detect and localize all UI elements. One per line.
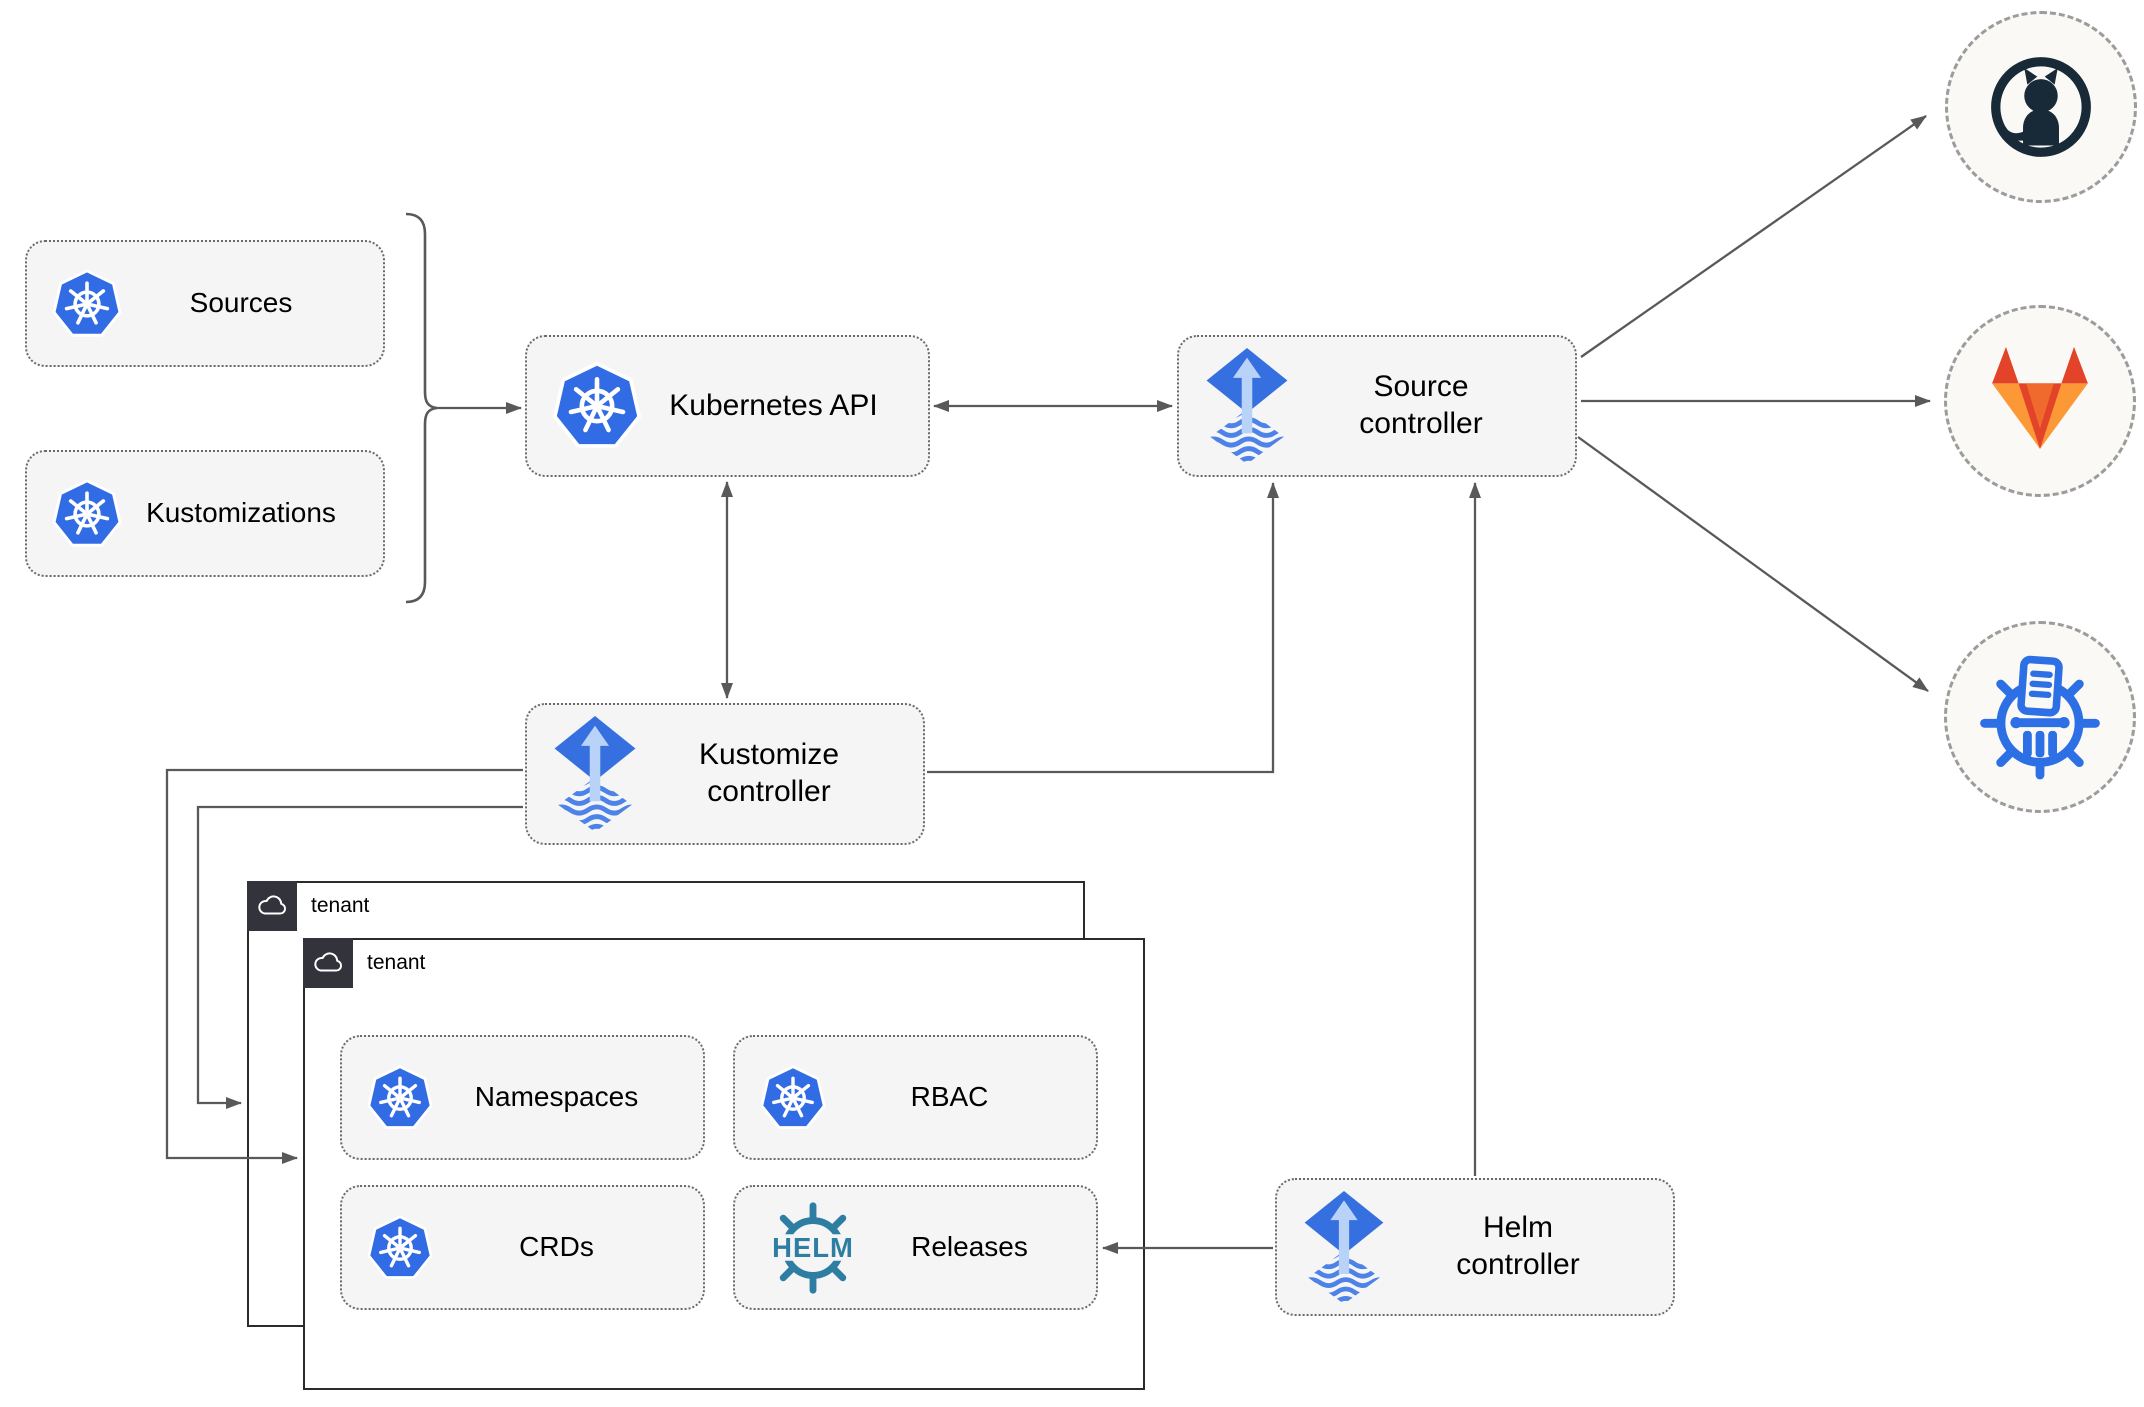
endpoint-chartmuseum [1944, 621, 2136, 813]
node-label: CRDs [519, 1231, 594, 1263]
node-sources: Sources [25, 240, 385, 367]
tenant-label: tenant [367, 950, 426, 974]
node-label-line2: controller [707, 775, 831, 808]
connector-kustomize-to-source-controller [927, 482, 1279, 774]
kubernetes-icon [51, 478, 123, 550]
github-icon [1979, 45, 2103, 169]
node-kustomizations: Kustomizations [25, 450, 385, 577]
kubernetes-icon [366, 1064, 434, 1132]
brace-sources-group [405, 212, 438, 604]
node-label: Sources [189, 287, 293, 319]
node-releases: HELM Releases [733, 1185, 1098, 1310]
node-label: Helm controller [1387, 1210, 1649, 1283]
node-label-line2: controller [1456, 1248, 1580, 1281]
node-kustomize-controller: Kustomize controller [525, 703, 925, 845]
connector-source-to-chartmuseum [1577, 436, 1929, 692]
node-label-line1: Kustomize [698, 738, 840, 772]
connector-source-to-github [1580, 115, 1927, 358]
node-label: Kustomize controller [639, 737, 899, 810]
kubernetes-icon [51, 268, 123, 340]
helm-wheel-icon: HELM [765, 1201, 861, 1294]
chartmuseum-icon [1977, 654, 2103, 780]
kubernetes-icon [551, 360, 643, 452]
node-kubernetes-api: Kubernetes API [525, 335, 930, 477]
kubernetes-icon [759, 1064, 827, 1132]
cloud-icon [312, 951, 344, 974]
cloud-icon [256, 894, 288, 917]
node-namespaces: Namespaces [340, 1035, 705, 1160]
node-label: Kustomizations [146, 497, 336, 529]
node-label: Namespaces [474, 1081, 639, 1113]
flux-icon [1301, 1191, 1387, 1304]
node-label-line1: Helm [1482, 1211, 1553, 1245]
node-crds: CRDs [340, 1185, 705, 1310]
node-rbac: RBAC [733, 1035, 1098, 1160]
node-label: Kubernetes API [669, 388, 878, 422]
helm-logo-text: HELM [772, 1231, 854, 1262]
tenant-container-inner: tenant [302, 937, 1145, 1390]
tenant-label: tenant [311, 893, 370, 917]
node-label: RBAC [910, 1081, 989, 1113]
node-label: Releases [911, 1231, 1028, 1263]
cloud-badge [246, 880, 297, 931]
node-label: Source controller [1291, 369, 1551, 442]
node-helm-controller: Helm controller [1275, 1178, 1675, 1316]
node-label-line1: Source [1373, 370, 1469, 404]
node-source-controller: Source controller [1177, 335, 1577, 477]
flux-icon [551, 716, 639, 832]
cloud-badge [302, 937, 353, 988]
endpoint-gitlab [1944, 305, 2136, 497]
gitlab-icon [1977, 338, 2103, 464]
node-label-line2: controller [1359, 407, 1483, 440]
flux-icon [1203, 348, 1291, 464]
endpoint-github [1945, 11, 2137, 203]
kubernetes-icon [366, 1214, 434, 1282]
